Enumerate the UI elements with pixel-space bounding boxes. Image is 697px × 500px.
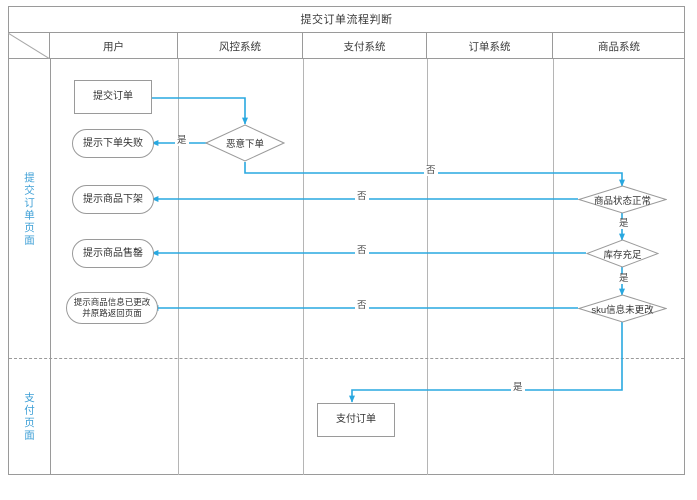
column-header-label: 风控系统	[219, 40, 261, 53]
lane-label-text: 支付页面	[23, 392, 35, 442]
node-pay-order[interactable]: 支付订单	[317, 403, 395, 437]
column-header-label: 订单系统	[468, 40, 511, 53]
corner-cell	[8, 33, 50, 59]
edge-label-stock-no: 否	[355, 245, 369, 256]
edge-label-malicious-no: 否	[424, 165, 438, 176]
node-tip-order-failed[interactable]: 提示下单失败	[72, 129, 154, 158]
node-sku-unchanged[interactable]: sku信息未更改	[578, 294, 667, 323]
node-submit-order[interactable]: 提交订单	[74, 80, 152, 114]
node-tip-goods-offline[interactable]: 提示商品下架	[72, 185, 154, 214]
column-divider-0	[50, 59, 51, 475]
edge-label-goods-status-no: 否	[355, 191, 369, 202]
edge-label-stock-yes: 是	[617, 273, 631, 284]
column-header-goods: 商品系统	[553, 33, 685, 59]
node-label: 提示商品售罄	[83, 247, 143, 259]
edge-label-malicious-yes: 是	[175, 135, 189, 146]
edge-label-sku-yes: 是	[511, 382, 525, 393]
lane-divider	[9, 358, 684, 359]
diagram-title: 提交订单流程判断	[300, 14, 393, 26]
column-header-payment: 支付系统	[303, 33, 427, 59]
column-header-row: 用户 风控系统 支付系统 订单系统 商品系统	[8, 33, 685, 59]
node-label: 提交订单	[93, 91, 133, 103]
column-divider-2	[303, 59, 304, 475]
column-header-user: 用户	[50, 33, 178, 59]
lane-label-text: 提交订单页面	[23, 171, 35, 247]
edge-label-sku-no: 否	[355, 300, 369, 311]
node-label: 提示商品下架	[83, 193, 143, 205]
column-header-label: 用户	[103, 40, 124, 53]
column-divider-1	[178, 59, 179, 475]
node-label: 提示下单失败	[83, 137, 143, 149]
node-stock-enough[interactable]: 库存充足	[586, 239, 659, 268]
node-tip-goods-soldout[interactable]: 提示商品售罄	[72, 239, 154, 268]
edge-label-goods-status-yes: 是	[617, 218, 631, 229]
column-header-order: 订单系统	[427, 33, 553, 59]
column-header-label: 支付系统	[343, 40, 386, 53]
column-header-label: 商品系统	[598, 40, 640, 53]
node-goods-status-ok[interactable]: 商品状态正常	[578, 185, 667, 214]
node-tip-sku-changed[interactable]: 提示商品信息已更改并原路返回页面	[66, 292, 158, 324]
column-header-risk: 风控系统	[178, 33, 303, 59]
diagram-title-bar: 提交订单流程判断	[8, 6, 685, 33]
lane-label-payment-page: 支付页面	[9, 359, 50, 475]
column-divider-3	[427, 59, 428, 475]
lane-label-submit-order-page: 提交订单页面	[9, 60, 50, 358]
node-label: 支付订单	[336, 414, 376, 426]
node-malicious-order[interactable]: 恶意下单	[205, 124, 285, 162]
node-label: 提示商品信息已更改并原路返回页面	[73, 296, 151, 318]
corner-diagonal-icon	[8, 33, 49, 59]
column-divider-4	[553, 59, 554, 475]
